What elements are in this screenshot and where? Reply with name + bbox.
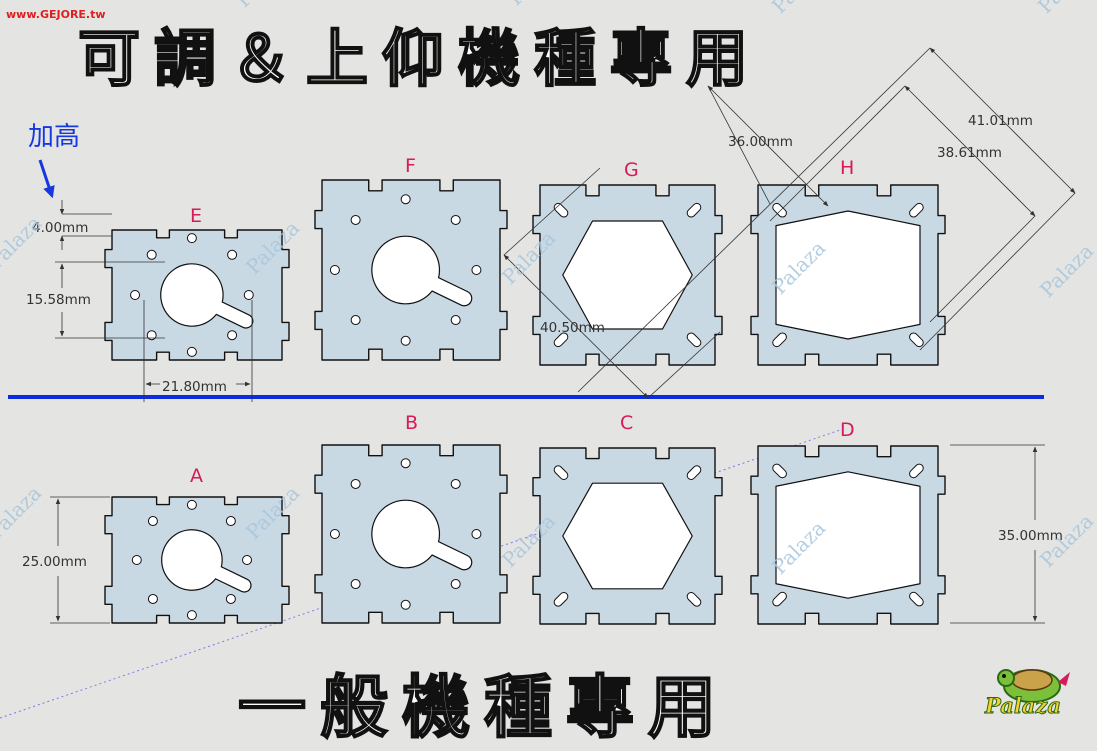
dim-g-diagonal: 40.50mm — [540, 320, 605, 336]
mount-hole — [450, 478, 461, 489]
mount-hole — [471, 529, 482, 539]
octagon-hole — [775, 210, 921, 340]
mount-hole — [186, 346, 197, 357]
raise-label: 加高 — [28, 122, 81, 152]
mount-slot — [909, 463, 924, 479]
dim-e-raise: 4.00mm — [32, 220, 88, 236]
plate-h — [750, 184, 946, 366]
mount-hole — [147, 593, 158, 604]
mount-hole — [400, 599, 411, 610]
mount-hole — [131, 555, 142, 565]
mount-hole — [186, 233, 197, 244]
plate-f — [314, 179, 508, 361]
mount-hole — [400, 458, 411, 469]
title-top: 可調＆上仰機種專用 — [77, 21, 763, 96]
plate-label-g: G — [624, 159, 639, 181]
dim-h-diagonal-a: 36.00mm — [728, 134, 793, 150]
plate-e — [104, 229, 290, 361]
plate-g — [532, 184, 723, 366]
dimension-lines — [50, 47, 1076, 624]
plate-label-b: B — [405, 412, 418, 434]
mount-slot — [772, 332, 787, 348]
mount-slot — [686, 332, 702, 348]
mount-hole — [350, 315, 361, 326]
mount-hole — [400, 194, 411, 205]
mount-slot — [686, 592, 702, 607]
plate-b — [314, 444, 508, 624]
mount-hole — [242, 555, 253, 565]
mount-hole — [471, 265, 482, 275]
mount-hole — [146, 249, 157, 260]
mount-hole — [186, 499, 197, 510]
center-hole — [371, 235, 473, 307]
mount-slot — [772, 591, 787, 607]
plate-label-c: C — [620, 412, 633, 434]
dim-h-diagonal-c: 38.61mm — [937, 145, 1002, 161]
mount-slot — [772, 463, 787, 479]
plate-d — [750, 445, 946, 625]
plate-label-a: A — [190, 465, 203, 487]
dim-a-height: 25.00mm — [22, 554, 87, 570]
dim-h-diagonal-b: 41.01mm — [968, 113, 1033, 129]
mount-slot — [909, 591, 924, 607]
mount-hole — [450, 214, 461, 225]
mount-hole — [350, 579, 361, 590]
mount-slot — [909, 332, 924, 348]
mount-hole — [225, 593, 236, 604]
mount-slot — [553, 592, 569, 607]
dim-e-hole-width: 21.80mm — [162, 379, 227, 395]
dim-e-hole-height: 15.58mm — [26, 292, 91, 308]
mount-hole — [329, 265, 340, 275]
octagon-hole — [775, 471, 921, 599]
mount-hole — [243, 290, 254, 300]
raise-arrow — [38, 159, 55, 199]
plate-label-h: H — [840, 157, 854, 179]
mount-slot — [686, 465, 702, 480]
source-label: www.GEJORE.tw — [6, 8, 106, 21]
center-hole — [371, 499, 473, 571]
mount-hole — [329, 529, 340, 539]
mount-hole — [350, 478, 361, 489]
plate-label-e: E — [190, 205, 202, 227]
logo-text: Palaza — [985, 693, 1062, 719]
plate-label-f: F — [405, 155, 416, 177]
dim-d-height: 35.00mm — [998, 528, 1063, 544]
title-bottom: 一般機種專用 — [237, 667, 731, 749]
mount-hole — [350, 214, 361, 225]
mount-hole — [130, 290, 141, 300]
mount-hole — [450, 315, 461, 326]
center-hole — [160, 263, 254, 329]
plate-a — [104, 496, 290, 624]
mount-hole — [147, 516, 158, 527]
mount-slot — [553, 465, 569, 480]
mount-hole — [186, 610, 197, 621]
mount-slot — [686, 202, 702, 218]
hexagon-hole — [562, 482, 693, 590]
plate-label-d: D — [840, 419, 855, 441]
center-hole — [161, 529, 252, 593]
plate-c — [532, 447, 723, 625]
mount-hole — [227, 330, 238, 341]
mount-hole — [225, 516, 236, 527]
mount-hole — [227, 249, 238, 260]
palaza-logo — [997, 669, 1070, 703]
mount-hole — [450, 579, 461, 590]
mount-hole — [146, 330, 157, 341]
mount-hole — [400, 335, 411, 346]
